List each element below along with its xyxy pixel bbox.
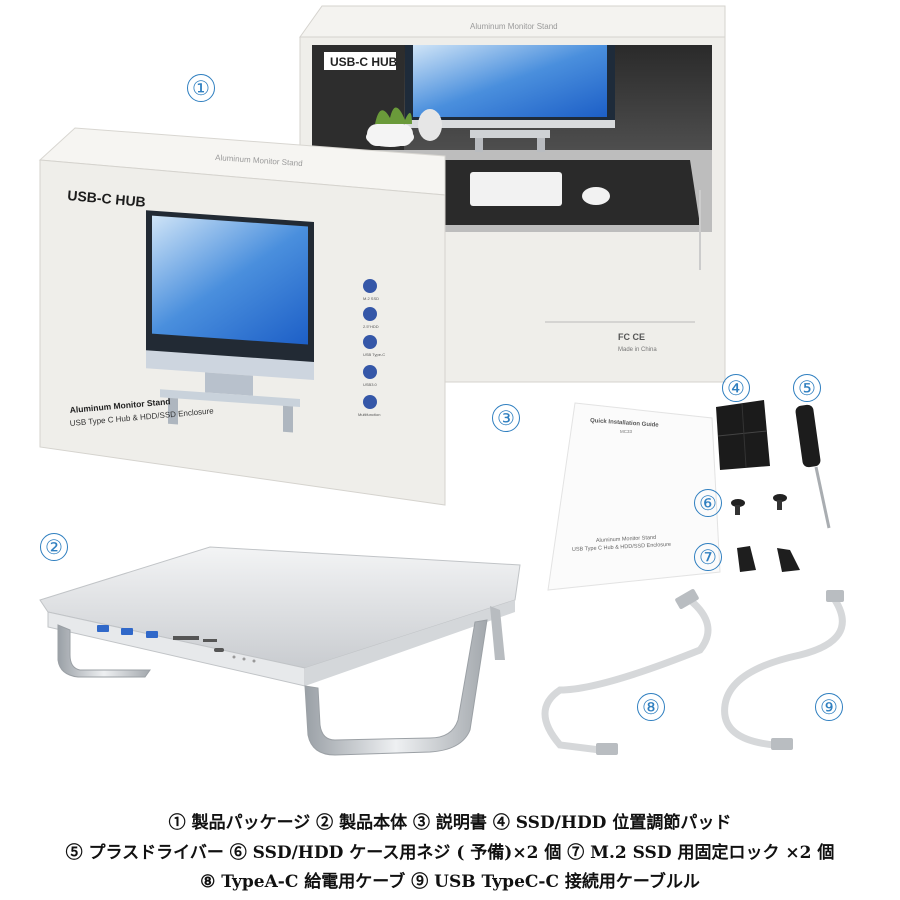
feature-label-4: USB3.0 bbox=[363, 382, 378, 387]
caption-line-2: ⑤ プラスドライバー ⑥ SSD/HDD ケース用ネジ ( 予備)×2 個 ⑦ … bbox=[65, 843, 835, 863]
marker-6: ⑥ bbox=[694, 489, 722, 517]
caption-line-3: ⑧ TypeA-C 給電用ケーブ ⑨ USB TypeC-C 接続用ケーブルル bbox=[200, 872, 700, 892]
type-a-to-c-cable bbox=[541, 589, 712, 755]
feature-label-2: 2.5"HDD bbox=[363, 324, 379, 329]
marker-3: ③ bbox=[492, 404, 520, 432]
marker-1: ① bbox=[187, 74, 215, 102]
type-c-to-c-cable bbox=[721, 590, 846, 750]
m2-locks bbox=[737, 546, 800, 572]
feature-label-5: Multifunction bbox=[358, 412, 380, 417]
back-box-logo: USB-C HUB bbox=[330, 55, 398, 69]
marker-7: ⑦ bbox=[694, 543, 722, 571]
manual-model: MC33 bbox=[620, 429, 633, 434]
monitor-stand bbox=[39, 546, 521, 756]
photo-illustration: USB-C HUB Aluminum Monitor Stand FC CE M… bbox=[38, 5, 846, 756]
front-box: Aluminum Monitor Stand USB-C HUB M.2 SSD… bbox=[38, 127, 446, 506]
ssd-pad bbox=[716, 400, 770, 470]
marker-9: ⑨ bbox=[815, 693, 843, 721]
marker-2: ② bbox=[40, 533, 68, 561]
manual-heading: Quick Installation Guide bbox=[590, 418, 660, 429]
caption-line-1: ① 製品パッケージ ② 製品本体 ③ 説明書 ④ SSD/HDD 位置調節パッド bbox=[168, 813, 732, 833]
manual-title: Aluminum Monitor Stand bbox=[596, 535, 656, 544]
manual: Quick Installation Guide MC33 Aluminum M… bbox=[547, 402, 721, 591]
back-box-top-label: Aluminum Monitor Stand bbox=[470, 22, 558, 31]
back-box-cert-marks: FC CE bbox=[618, 332, 645, 342]
feature-label-3: USB Type-C bbox=[363, 352, 385, 357]
marker-8: ⑧ bbox=[637, 693, 665, 721]
front-box-logo: USB-C HUB bbox=[67, 187, 147, 210]
manual-subtitle: USB Type C Hub & HDD/SSD Enclosure bbox=[572, 542, 671, 553]
marker-5: ⑤ bbox=[793, 374, 821, 402]
feature-label-1: M.2 SSD bbox=[363, 296, 379, 301]
spare-screws bbox=[731, 494, 787, 515]
screwdriver bbox=[795, 404, 831, 529]
front-box-feature-icons: M.2 SSD 2.5"HDD USB Type-C USB3.0 Multif… bbox=[358, 279, 385, 417]
back-box-made-in: Made in China bbox=[618, 347, 657, 353]
marker-4: ④ bbox=[722, 374, 750, 402]
